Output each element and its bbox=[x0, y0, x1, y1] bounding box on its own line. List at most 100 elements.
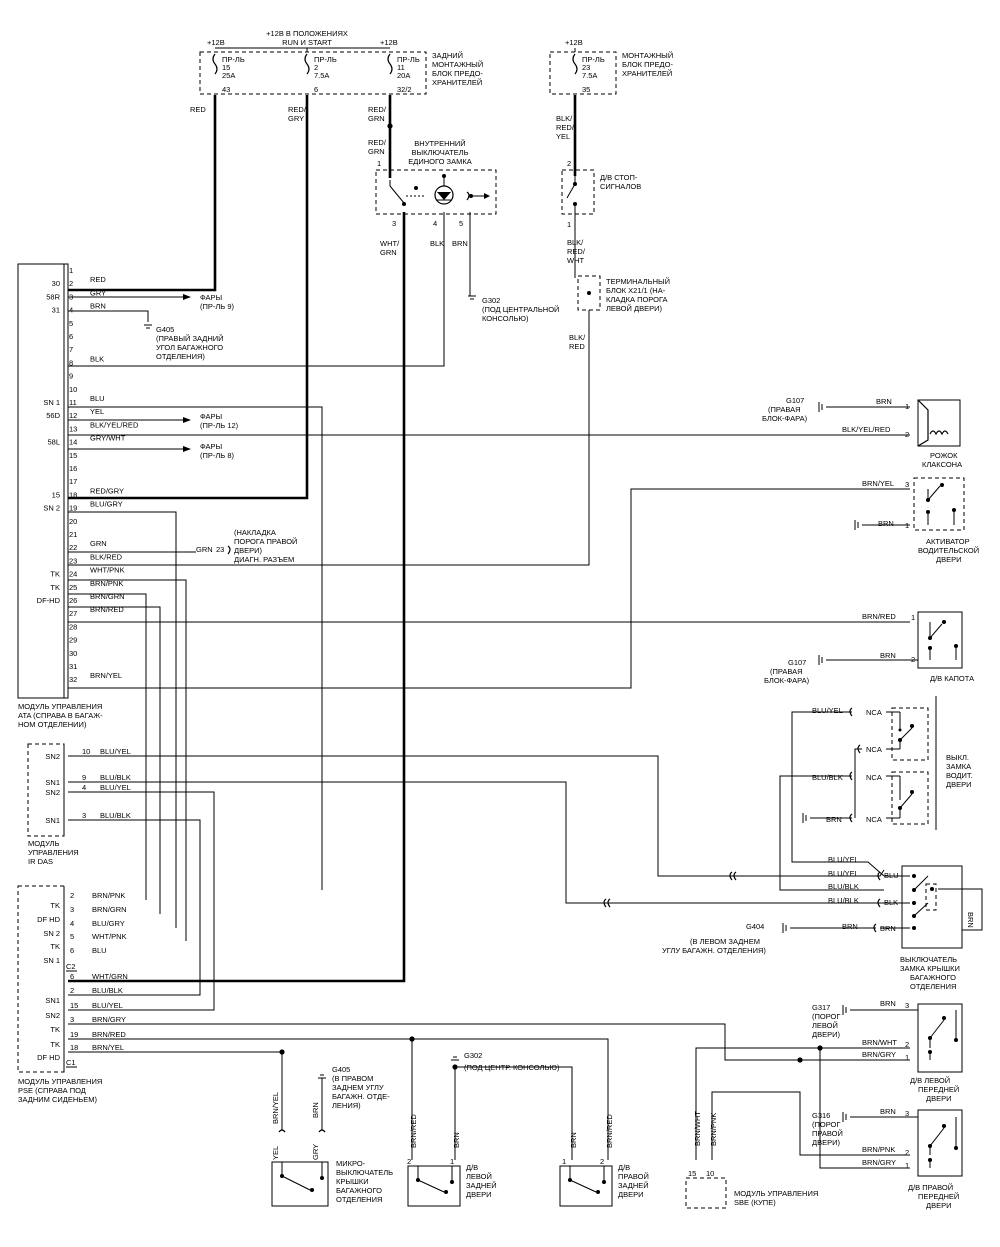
irdas-side: SN2 bbox=[45, 788, 60, 797]
ata-pin-number: 17 bbox=[69, 477, 77, 486]
fary12-l2: (ПР-ЛЬ 12) bbox=[200, 421, 239, 430]
g316-l3: ДВЕРИ) bbox=[812, 1138, 840, 1147]
ata-pin-number: 14 bbox=[69, 438, 77, 447]
trunk-vert-brn: BRN bbox=[966, 912, 975, 928]
ata-wire-label: BRN bbox=[90, 302, 106, 311]
pse-title-l2: PSE (СПРАВА ПОД bbox=[18, 1086, 86, 1095]
diag-wire-label: GRN bbox=[196, 545, 213, 554]
pse-pin: 19 bbox=[70, 1030, 78, 1039]
rf-wire-3: BRN/GRY bbox=[862, 1158, 896, 1167]
g405-top-l2: УГОЛ БАГАЖНОГО bbox=[156, 343, 223, 352]
ata-pin-number: 31 bbox=[69, 662, 77, 671]
wire-redgrn2-label-2: GRN bbox=[368, 147, 385, 156]
sbe-wire-2: BRN/PNK bbox=[709, 1113, 718, 1146]
terminal-l1: ТЕРМИНАЛЬНЫЙ bbox=[606, 277, 670, 286]
g107b-l2: БЛОК-ФАРА) bbox=[764, 676, 810, 685]
pse-c2: C2 bbox=[66, 962, 76, 971]
diag-l2: ПОРОГА ПРАВОЙ bbox=[234, 537, 297, 546]
ata-title-l1: МОДУЛЬ УПРАВЛЕНИЯ bbox=[18, 702, 102, 711]
lr-wire-2: BRN bbox=[452, 1132, 461, 1148]
fuse23-pin: 35 bbox=[582, 85, 590, 94]
lf-door-l3: ДВЕРИ bbox=[926, 1094, 951, 1103]
act-wire-1: BRN/YEL bbox=[862, 479, 894, 488]
wire-red-label: RED bbox=[190, 105, 206, 114]
lf-wire-1: BRN bbox=[880, 999, 896, 1008]
hood-wire-1: BRN/RED bbox=[862, 612, 896, 621]
lock-switch-l2: ЗАМКА bbox=[946, 762, 971, 771]
g107b-title: G107 bbox=[788, 658, 806, 667]
fuse15-rating: 25A bbox=[222, 71, 235, 80]
ata-pin-number: 6 bbox=[69, 332, 73, 341]
pse-side: TK bbox=[50, 942, 60, 951]
trunk-lock-switch: BLU/YEL BLU/YEL BLU/BLK BLU/BLK BRN BLU … bbox=[603, 855, 983, 991]
lock-wire-3: BRN bbox=[826, 815, 842, 824]
driver-lock-switch: BLU/YEL BLU/BLK BRN NCA NCA NCA NCA ВЫКЛ… bbox=[779, 696, 973, 891]
g302-top-title: G302 bbox=[482, 296, 500, 305]
ata-pin-number: 18 bbox=[69, 490, 77, 499]
trunk-microswitch: BRN/YEL BRN YEL GRY G405 (В ПРАВОМ ЗАДНЕ… bbox=[271, 1065, 393, 1207]
ata-pin-number: 12 bbox=[69, 411, 77, 420]
nca-4: NCA bbox=[866, 815, 882, 824]
pse-side: DF HD bbox=[37, 1053, 60, 1062]
lock-switch-l4: ДВЕРИ bbox=[946, 780, 971, 789]
ata-side-label: 15 bbox=[52, 490, 60, 499]
fuse15-supply-label: +12В bbox=[207, 38, 225, 47]
rf-wire-2: BRN/PNK bbox=[862, 1145, 895, 1154]
hood-wire-2: BRN bbox=[880, 651, 896, 660]
g302-top-l2: КОНСОЛЬЮ) bbox=[482, 314, 529, 323]
ata-side-label: 30 bbox=[52, 279, 60, 288]
mount-fuse-block-label: МОНТАЖНЫЙ БЛОК ПРЕДО- ХРАНИТЕЛЕЙ bbox=[622, 51, 673, 78]
rear-block-l2: МОНТАЖНЫЙ bbox=[432, 60, 483, 69]
fuse23-rating: 7.5A bbox=[582, 71, 597, 80]
micro-l5: ОТДЕЛЕНИЯ bbox=[336, 1195, 382, 1204]
irdas-title-l1: МОДУЛЬ bbox=[28, 839, 60, 848]
inner-lock-switch: ВНУТРЕННИЙ ВЫКЛЮЧАТЕЛЬ ЕДИНОГО ЗАМКА 1 3… bbox=[375, 139, 497, 228]
nca-3: NCA bbox=[866, 773, 882, 782]
ata-pin-number: 11 bbox=[69, 398, 77, 407]
micro-l4: БАГАЖНОГО bbox=[336, 1186, 382, 1195]
g405-top-title: G405 bbox=[156, 325, 174, 334]
trunk-wire-4: BLU/BLK bbox=[828, 896, 859, 905]
g317-l1: (ПОРОГ bbox=[812, 1012, 840, 1021]
lf-door-l1: Д/В ЛЕВОЙ bbox=[910, 1076, 950, 1085]
pse-pin: 18 bbox=[70, 1043, 78, 1052]
stop-pin-1: 1 bbox=[567, 220, 571, 229]
ata-pin-number: 9 bbox=[69, 372, 73, 381]
right-rear-door-switch: BRN BRN/RED 1 2 Д/В ПРАВОЙ ЗАДНЕЙ ДВЕРИ bbox=[559, 1114, 649, 1207]
mount-block-l2: БЛОК ПРЕДО- bbox=[622, 60, 673, 69]
irdas-side: SN1 bbox=[45, 778, 60, 787]
ata-wire-label: GRY bbox=[90, 288, 106, 297]
pse-pin: 6 bbox=[70, 972, 74, 981]
diag-l3: ДВЕРИ) bbox=[234, 546, 262, 555]
ata-wire-label: BLU/GRY bbox=[90, 500, 123, 509]
pse-side: SN 2 bbox=[43, 929, 60, 938]
fuse15-label: ПР-ЛЬ bbox=[222, 55, 245, 64]
mount-fuse-block-outline bbox=[549, 51, 617, 95]
fuse2-rating: 7.5A bbox=[314, 71, 329, 80]
ata-side-label: SN 1 bbox=[43, 398, 60, 407]
mount-block-l1: МОНТАЖНЫЙ bbox=[622, 51, 673, 60]
micro-l2: ВЫКЛЮЧАТЕЛЬ bbox=[336, 1168, 393, 1177]
ata-side-label: TK bbox=[50, 583, 60, 592]
g302-top-l1: (ПОД ЦЕНТРАЛЬНОЙ bbox=[482, 305, 559, 314]
ata-wire-label: YEL bbox=[90, 407, 104, 416]
horn-l2: КЛАКСОНА bbox=[922, 460, 962, 469]
fary8-l1: ФАРЫ bbox=[200, 442, 223, 451]
pse-wire: BRN/GRN bbox=[92, 905, 127, 914]
rear-fuse-block-label: ЗАДНИЙ МОНТАЖНЫЙ БЛОК ПРЕДО- ХРАНИТЕЛЕЙ bbox=[432, 51, 483, 87]
lf-pin-1: 1 bbox=[905, 1053, 909, 1062]
g404-title: G404 bbox=[746, 922, 764, 931]
pse-pin: 2 bbox=[70, 986, 74, 995]
horn-wire-1: BRN bbox=[876, 397, 892, 406]
trunk-wire-3: BLU/BLK bbox=[828, 882, 859, 891]
rf-door-l1: Д/В ПРАВОЙ bbox=[908, 1183, 953, 1192]
nca-2: NCA bbox=[866, 745, 882, 754]
fuse-11: ПР-ЛЬ 11 20A 32/2 bbox=[387, 53, 420, 94]
fuse11-supply-label: +12В bbox=[380, 38, 398, 47]
g316-title: G316 bbox=[812, 1111, 830, 1120]
wire-brn-label: BRN bbox=[452, 239, 468, 248]
pse-pin: 6 bbox=[70, 946, 74, 955]
irdas-pin: 4 bbox=[82, 783, 86, 792]
actuator-l1: АКТИВАТОР bbox=[926, 537, 970, 546]
